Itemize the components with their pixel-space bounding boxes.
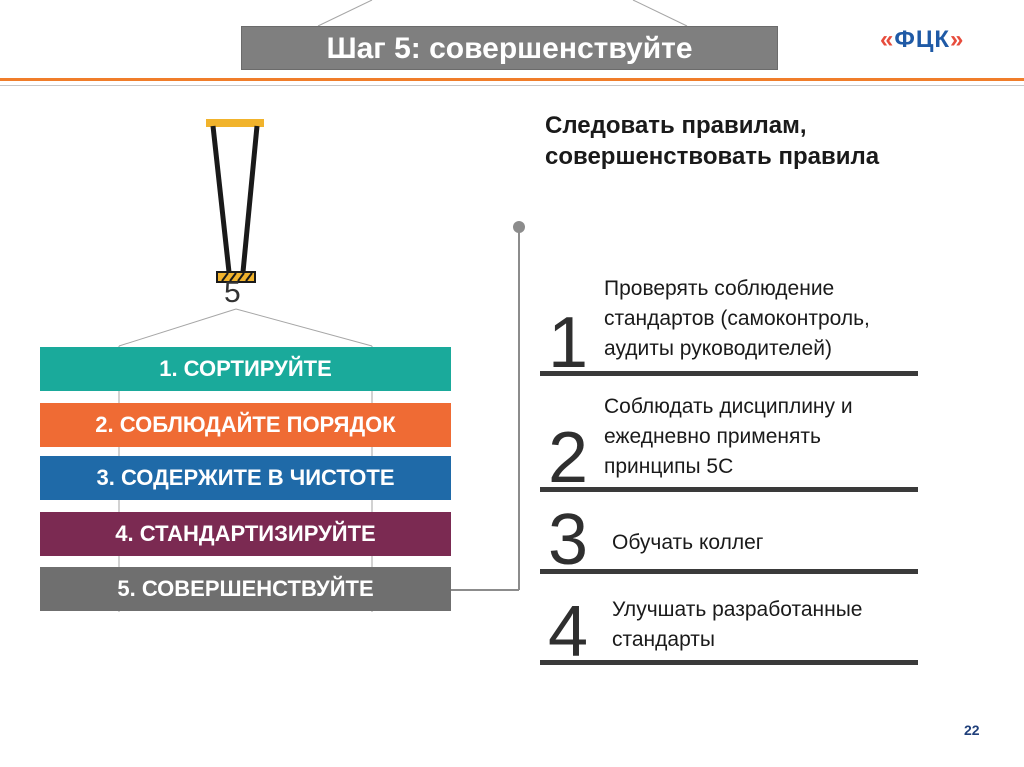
step-shine: 3. СОДЕРЖИТЕ В ЧИСТОТЕ <box>40 456 451 500</box>
item-text-line: аудиты руководителей) <box>604 334 934 364</box>
item-text-line: Проверять соблюдение <box>604 274 934 304</box>
item-text: Проверять соблюдение стандартов (самокон… <box>604 274 934 364</box>
section-heading: Следовать правилам, совершенствовать пра… <box>545 110 1005 172</box>
item-divider <box>540 569 918 574</box>
item-text-line: стандартов (самоконтроль, <box>604 304 934 334</box>
item-text: Соблюдать дисциплину и ежедневно применя… <box>604 392 934 482</box>
item-text-line: стандарты <box>612 625 942 655</box>
item-divider <box>540 660 918 665</box>
item-text-line: Соблюдать дисциплину и <box>604 392 934 422</box>
timeline-dot <box>513 221 525 233</box>
item-divider <box>540 371 918 376</box>
item-text-line: Улучшать разработанные <box>612 595 942 625</box>
hook-number: 5 <box>224 278 241 308</box>
crane-trolley <box>206 119 264 127</box>
step-sort: 1. СОРТИРУЙТЕ <box>40 347 451 391</box>
item-text-line: принципы 5С <box>604 452 934 482</box>
crane-cable-right <box>243 126 257 272</box>
item-text-line: Обучать коллег <box>612 528 942 558</box>
step-sustain: 5. СОВЕРШЕНСТВУЙТЕ <box>40 567 451 611</box>
step-set-in-order: 2. СОБЛЮДАЙТЕ ПОРЯДОК <box>40 403 451 447</box>
section-heading-line1: Следовать правилам, <box>545 110 1005 141</box>
item-divider <box>540 487 918 492</box>
page-number: 22 <box>964 722 980 738</box>
item-number: 4 <box>548 596 588 668</box>
item-text-line: ежедневно применять <box>604 422 934 452</box>
item-number: 2 <box>548 422 588 494</box>
item-text: Обучать коллег <box>612 528 942 558</box>
item-number: 3 <box>548 504 588 576</box>
crane-cable-left <box>213 126 229 272</box>
step-standardize: 4. СТАНДАРТИЗИРУЙТЕ <box>40 512 451 556</box>
item-number: 1 <box>548 307 588 379</box>
item-text: Улучшать разработанные стандарты <box>612 595 942 655</box>
section-heading-line2: совершенствовать правила <box>545 141 1005 172</box>
